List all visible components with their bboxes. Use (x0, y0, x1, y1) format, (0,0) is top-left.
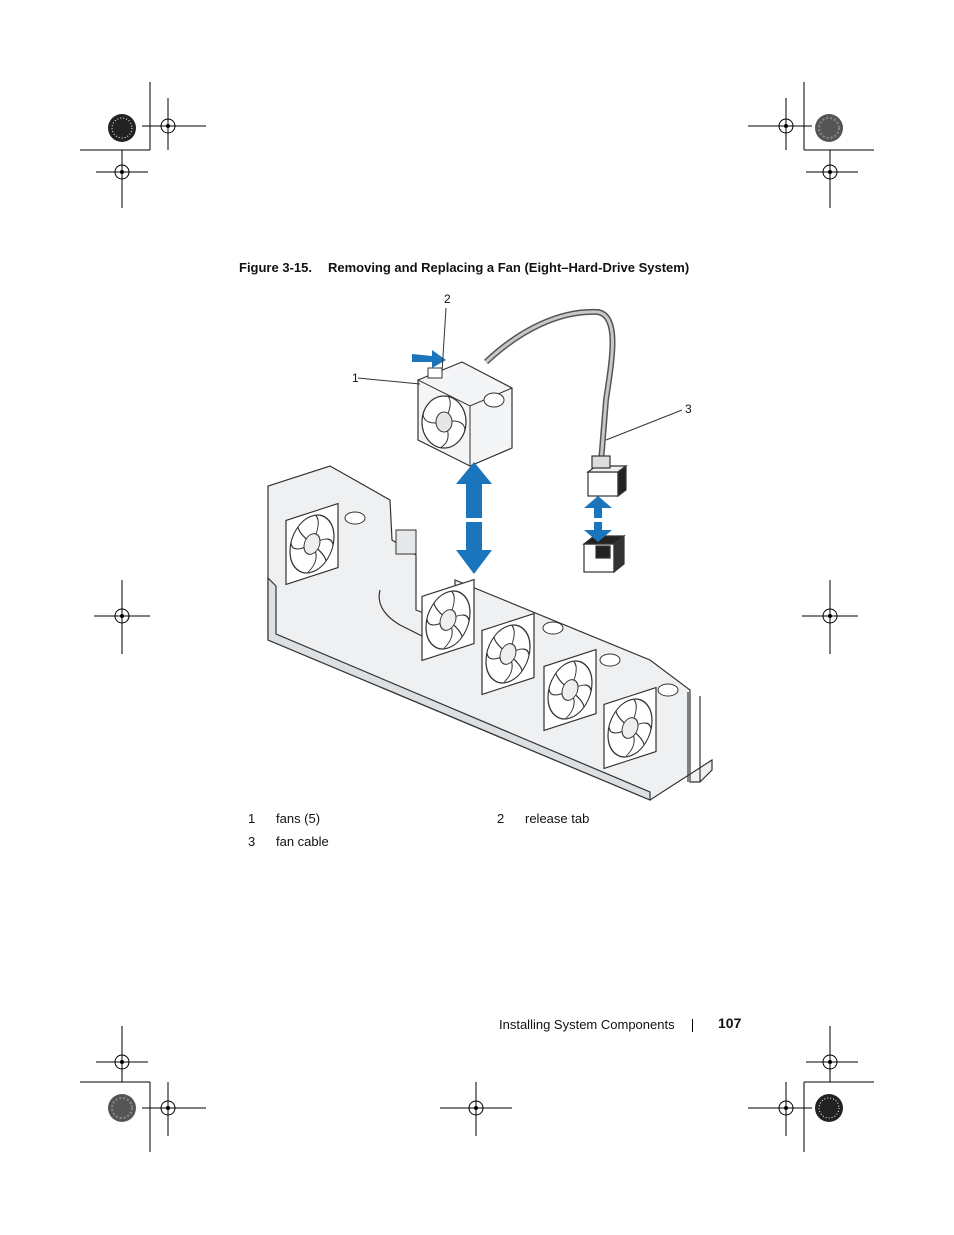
legend-num-2: 2 (497, 811, 505, 826)
callout-2: 2 (444, 292, 451, 306)
removed-fan (417, 361, 513, 467)
blue-arrows (412, 350, 612, 574)
legend-label-1: fans (5) (276, 811, 321, 826)
footer-section-title: Installing System Components (499, 1017, 675, 1032)
legend-label-2: release tab (525, 811, 590, 826)
callout-3: 3 (685, 402, 692, 416)
cable-connector (586, 455, 628, 498)
figure-title: Removing and Replacing a Fan (Eight–Hard… (327, 260, 690, 275)
legend-label-3: fan cable (276, 834, 329, 849)
page-number: 107 (718, 1015, 742, 1031)
legend-num-1: 1 (248, 811, 256, 826)
figure-caption: Figure 3-15. Removing and Replacing a Fan… (239, 260, 689, 275)
legend-num-3: 3 (248, 834, 256, 849)
figure-number: Figure 3-15. (239, 260, 312, 275)
footer-divider (692, 1019, 693, 1032)
board-connector (582, 534, 626, 574)
callout-1: 1 (352, 371, 359, 385)
